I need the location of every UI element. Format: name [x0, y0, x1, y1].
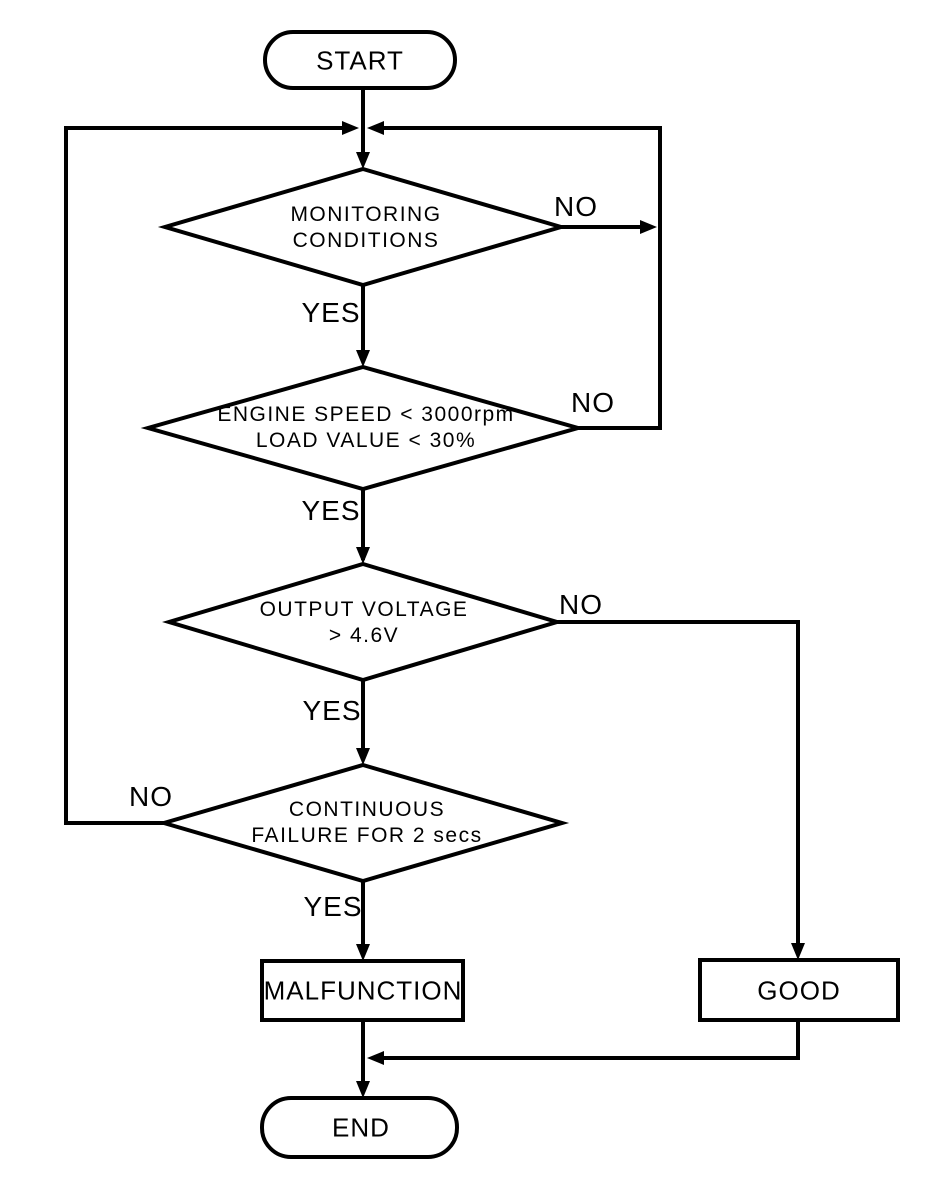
failure-no-label: NO	[129, 781, 173, 812]
start-label: START	[316, 45, 404, 76]
malfunction-label: MALFUNCTION	[263, 975, 463, 1006]
decision-monitoring-line2: CONDITIONS	[292, 229, 440, 252]
decision-voltage-line1: OUTPUT VOLTAGE	[259, 598, 469, 621]
decision-failure-line1: CONTINUOUS	[288, 798, 446, 821]
end-terminator-shape	[260, 1096, 459, 1159]
decision-voltage-label: OUTPUT VOLTAGE > 4.6V	[260, 597, 469, 649]
good-process-shape	[698, 958, 900, 1022]
voltage-yes-label: YES	[302, 695, 362, 726]
arrowhead-into-engine	[356, 350, 370, 367]
decision-failure-line2: FAILURE FOR 2 secs	[251, 824, 483, 847]
arrowhead-into-failure	[356, 748, 370, 765]
edge-voltage-no-line	[557, 620, 800, 955]
failure-yes-label: YES	[303, 891, 363, 922]
arrowhead-into-end	[356, 1081, 370, 1098]
arrowhead-monitoring-no-merge	[640, 220, 657, 234]
good-label: GOOD	[757, 975, 841, 1006]
edge-good-to-merge	[372, 1020, 800, 1060]
malfunction-process-shape	[260, 959, 465, 1022]
monitoring-no-label: NO	[554, 191, 598, 222]
decision-engine-line1: ENGINE SPEED < 3000rpm	[217, 403, 515, 426]
decision-failure-shape	[156, 762, 570, 884]
arrowhead-into-malfunction	[356, 944, 370, 961]
decision-engine-line2: LOAD VALUE < 30%	[255, 429, 477, 452]
decision-monitoring-line1: MONITORING	[290, 203, 442, 226]
decision-monitoring-shape	[157, 166, 569, 288]
edge-failure-no-loop	[64, 126, 352, 825]
arrowhead-good-merge	[367, 1051, 384, 1065]
decision-failure-label: CONTINUOUS FAILURE FOR 2 secs	[251, 797, 482, 849]
engine-no-label: NO	[571, 387, 615, 418]
start-terminator-shape	[263, 30, 457, 90]
decision-voltage-line2: > 4.6V	[328, 624, 400, 647]
engine-yes-label: YES	[301, 495, 361, 526]
decision-engine-shape	[140, 364, 586, 492]
decision-engine-label: ENGINE SPEED < 3000rpm LOAD VALUE < 30%	[217, 402, 514, 454]
arrowhead-right-loop-junction	[367, 121, 384, 135]
monitoring-yes-label: YES	[301, 297, 361, 328]
edge-engine-no-loop	[374, 126, 662, 430]
arrowhead-left-loop-junction	[342, 121, 359, 135]
arrowhead-into-monitoring	[356, 152, 370, 169]
decision-monitoring-label: MONITORING CONDITIONS	[290, 202, 441, 254]
end-label: END	[332, 1112, 390, 1143]
arrowhead-into-good	[791, 943, 805, 960]
decision-voltage-shape	[162, 561, 564, 683]
arrowhead-into-voltage	[356, 547, 370, 564]
voltage-no-label: NO	[559, 589, 603, 620]
